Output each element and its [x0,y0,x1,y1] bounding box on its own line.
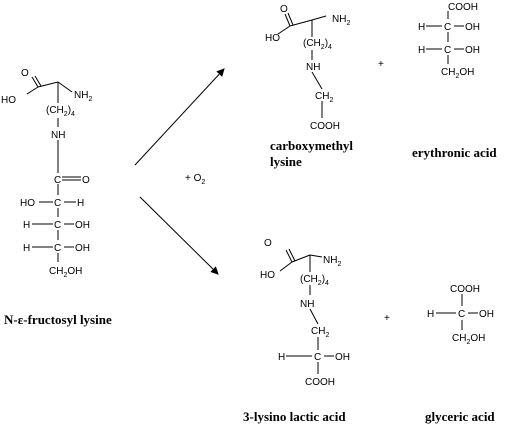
reactant-row1-c: C [54,175,61,186]
ery-row2-c: C [444,45,451,56]
carboxymethyl-lysine-structure: HO O NH2 (CH2)4 NH CH2 COOH carboxymethy… [265,4,353,169]
bond-ho-c [26,86,39,95]
lla-bond-c-o-2 [288,248,296,262]
cml-o-label: O [280,4,288,15]
reactant-row1-right: O [82,175,90,186]
lla-row-c: C [314,352,321,363]
glyceric-acid-structure: COOH H C OH CH2OH glyceric acid [425,284,495,424]
cml-cooh-label: COOH [310,121,340,132]
arrow-to-bottom-products [139,196,219,275]
reactant-name: N-ε-fructosyl lysine [4,312,112,327]
cml-ch2-label: CH2 [315,91,333,104]
ery-row1-left: H [418,22,425,33]
reactant-ho-label: HO [1,95,16,106]
ery-row2-right: OH [465,45,480,56]
bottom-plus-sign: + [384,313,390,324]
lysino-lactic-acid-structure: HO O NH2 (CH2)4 NH CH2 H C OH COOH 3-lys… [243,238,350,424]
lla-cooh-label: COOH [305,377,335,388]
gly-row-right: OH [479,309,494,320]
reactant-o-label: O [21,68,29,79]
ery-cooh-label: COOH [448,2,478,13]
reactant-chain-label: (CH2)4 [46,105,75,118]
lla-chain-label: (CH2)4 [300,274,329,287]
reactant-row4-c: C [54,243,61,254]
lla-bond-c-calpha [291,254,311,263]
lysino-lactic-acid-name: 3-lysino lactic acid [243,409,346,424]
lla-row-right: OH [335,352,350,363]
cml-bond-c-o-2 [287,12,294,26]
reactant-row3-c: C [54,220,61,231]
reactant-structure: HO O NH2 (CH2)4 NH C O HO C H H C OH H C… [1,68,112,327]
ery-row1-c: C [444,22,451,33]
reagent-label: + O2 [185,173,205,186]
reactant-row4-left: H [23,243,30,254]
arrow-to-top-products [134,68,225,166]
reactant-row2-right: H [77,198,84,209]
lla-bond-calpha-nh2 [309,254,323,258]
reactant-row2-c: C [54,198,61,209]
cml-nh-label: NH [306,62,320,73]
lla-row-left: H [278,352,285,363]
cml-bond-c-o-1 [284,13,291,27]
gly-row-c: C [458,309,465,320]
bond-calpha-nh2 [57,81,73,93]
lla-bond-c-o-1 [285,249,293,263]
reactant-row4-right: OH [75,243,90,254]
lla-bond-ho-c [279,261,293,272]
lla-nh-label: NH [300,299,314,310]
ery-bottom-label: CH2OH [441,67,474,80]
reactant-nh2-label: NH2 [74,90,92,103]
cml-bond-ho-c [277,25,291,35]
ery-row2-left: H [418,45,425,56]
erythronic-acid-name: erythronic acid [412,145,497,160]
cml-chain-label: (CH2)4 [303,38,332,51]
lla-ho-label: HO [260,270,275,281]
cml-name-line2: lysine [270,154,302,169]
cml-bond-nh-ch2 [311,71,323,90]
bond-c-o-2 [34,75,42,87]
cml-bond-calpha-nh2 [311,15,327,21]
glyceric-acid-name: glyceric acid [425,409,495,424]
lla-o-label: O [264,238,272,249]
reactant-row3-right: OH [75,220,90,231]
reactant-bottom-label: CH2OH [49,266,82,279]
lla-ch2-label: CH2 [311,326,329,339]
lla-bond-nh-ch2 [309,308,319,325]
reactant-row3-left: H [23,220,30,231]
cml-ho-label: HO [265,33,280,44]
cml-bond-c-calpha [289,19,313,27]
gly-bottom-label: CH2OH [452,333,485,346]
reactant-nh-label: NH [51,130,65,141]
lla-nh2-label: NH2 [323,255,341,268]
bond-c-o-1 [31,76,39,88]
bond-c-calpha [37,81,59,88]
cml-name-line1: carboxymethyl [270,138,353,153]
ery-row1-right: OH [465,22,480,33]
top-plus-sign: + [378,59,384,70]
gly-row-left: H [427,309,434,320]
reactant-row2-left: HO [20,198,35,209]
erythronic-acid-structure: COOH H C OH H C OH CH2OH erythronic acid [412,2,497,160]
cml-nh2-label: NH2 [332,14,350,27]
gly-cooh-label: COOH [450,284,480,295]
